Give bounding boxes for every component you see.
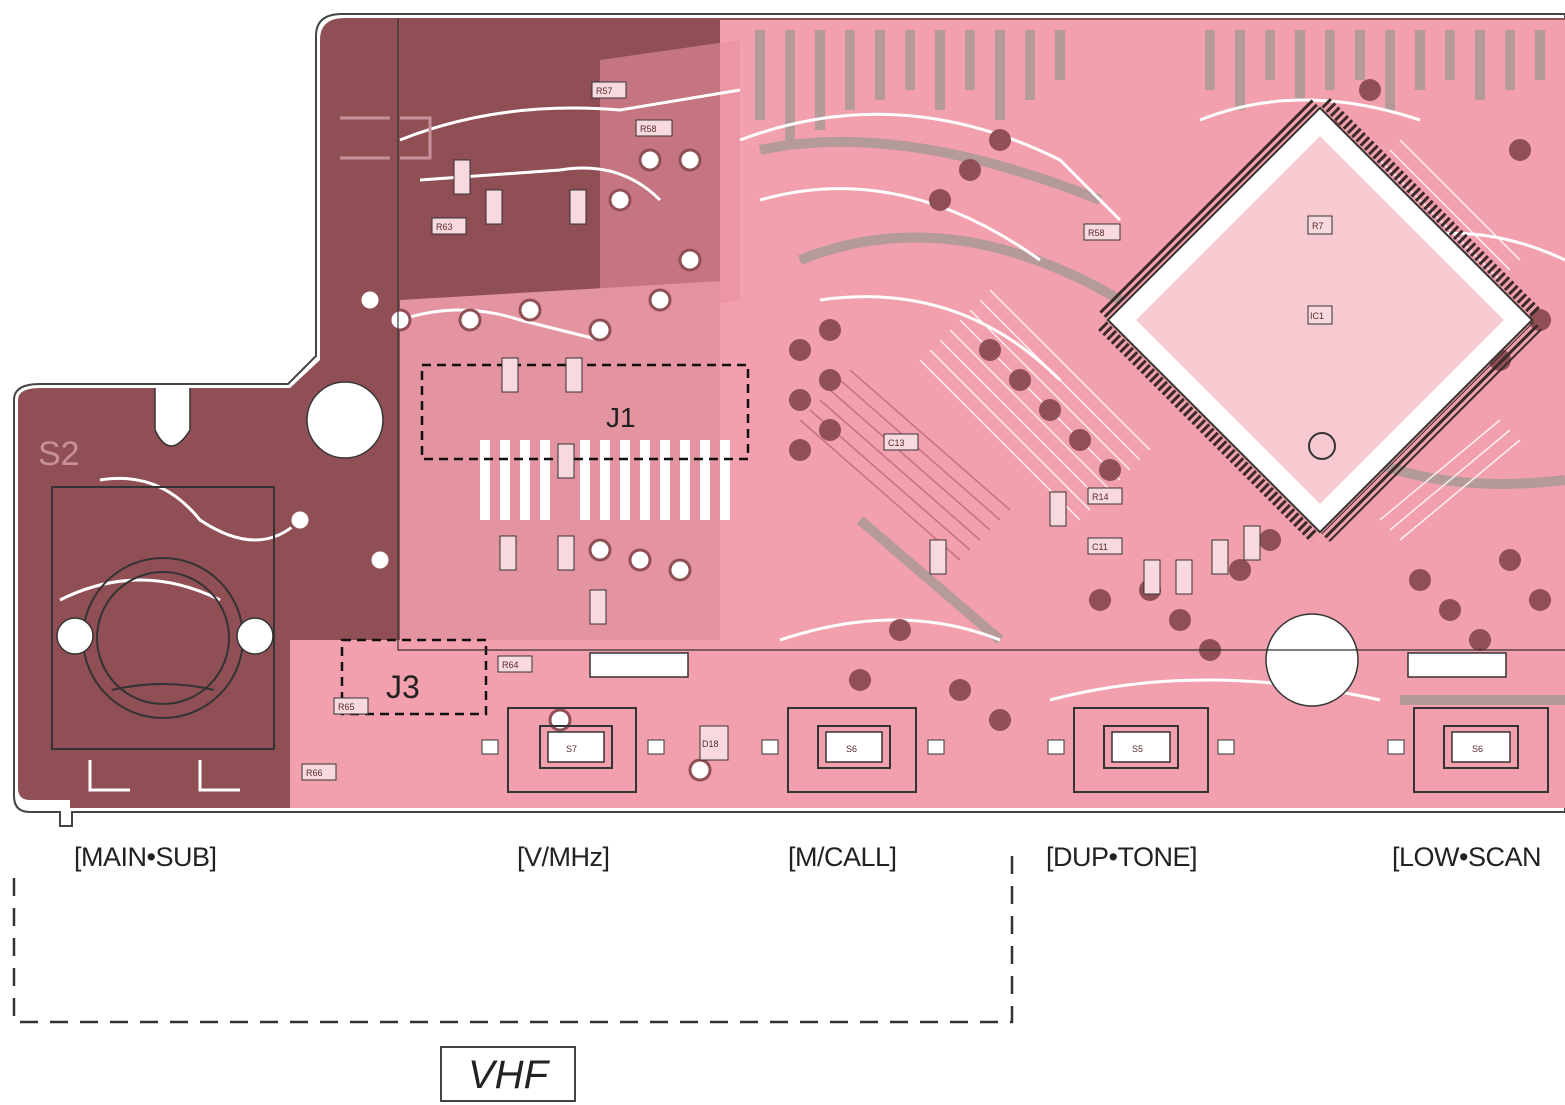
ic1-pin1-marker — [1308, 432, 1336, 460]
switch-ref-s7: S7 — [566, 744, 577, 754]
svg-text:R58: R58 — [640, 124, 657, 134]
svg-text:R14: R14 — [1092, 492, 1109, 502]
caption-v-mhz: [V/MHz] — [517, 842, 610, 872]
s2-switch-body — [51, 486, 275, 750]
svg-text:R66: R66 — [306, 768, 323, 778]
svg-text:R57: R57 — [596, 86, 613, 96]
vhf-label: VHF — [440, 1046, 576, 1102]
svg-text:IC1: IC1 — [1310, 311, 1324, 321]
switch-s5 — [1047, 707, 1235, 793]
svg-text:R7: R7 — [1312, 221, 1324, 231]
svg-text:C11: C11 — [1092, 542, 1108, 552]
caption-m-call: [M/CALL] — [788, 842, 897, 872]
j1-label: J1 — [606, 402, 636, 433]
switch-ref-s6: S6 — [846, 744, 857, 754]
j3-outline — [340, 638, 488, 716]
mounting-hole — [306, 381, 384, 459]
j3-label: J3 — [386, 669, 420, 705]
svg-text:R64: R64 — [502, 660, 519, 670]
caption-main-sub: [MAIN•SUB] — [74, 842, 217, 872]
svg-text:D18: D18 — [702, 739, 719, 749]
vhf-group-outline — [12, 854, 1014, 1024]
svg-text:R58: R58 — [1088, 228, 1105, 238]
switch-ref-s6-b: S6 — [1472, 744, 1483, 754]
switch-s6-b — [1387, 707, 1549, 793]
switch-s7 — [481, 707, 665, 793]
s2-label: S2 — [38, 435, 80, 473]
caption-dup-tone: [DUP•TONE] — [1046, 842, 1197, 872]
switch-ref-s5: S5 — [1132, 744, 1143, 754]
svg-text:R65: R65 — [338, 702, 355, 712]
switch-s6 — [761, 707, 945, 793]
svg-text:R63: R63 — [436, 222, 453, 232]
mounting-hole — [1265, 613, 1359, 707]
svg-text:C13: C13 — [888, 438, 905, 448]
caption-low-scan: [LOW•SCAN — [1392, 842, 1541, 872]
